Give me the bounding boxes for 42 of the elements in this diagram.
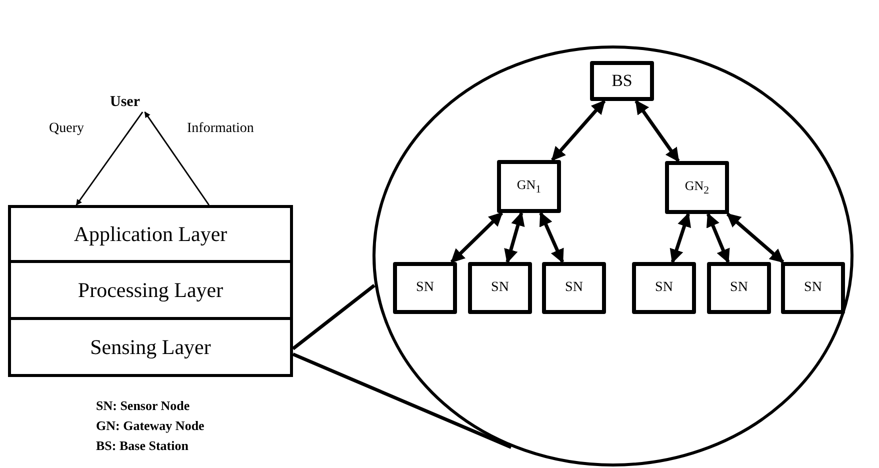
arrow: [76, 112, 144, 206]
edge-label: Query: [48, 121, 85, 137]
network-node-box: [665, 161, 729, 214]
arrow: [450, 212, 504, 264]
arrow: [706, 212, 730, 264]
abbreviation-note: BS: Base Station: [96, 438, 188, 454]
network-node-box: [632, 262, 696, 314]
user-label: User: [103, 92, 147, 112]
network-node-box: [468, 262, 532, 314]
node-label: SN: [655, 280, 673, 296]
node-label: SN: [565, 280, 583, 296]
network-node-box: [393, 262, 457, 314]
zoom-line: [292, 284, 376, 350]
zoom-ellipse: [372, 45, 854, 467]
node-label: SN: [730, 280, 748, 296]
node-label: SN: [491, 280, 509, 296]
node-label: SN: [416, 280, 434, 296]
node-label: Application Layer: [74, 222, 228, 246]
arrow: [504, 212, 525, 264]
node-label: Sensing Layer: [90, 334, 211, 360]
layer-box: [8, 260, 293, 320]
node-label: GN$_{1}$: [516, 177, 542, 196]
arrow: [670, 212, 692, 264]
layer-box: [8, 317, 293, 377]
network-node-box: [781, 262, 845, 314]
abbreviation-note: GN: Gateway Node: [96, 418, 204, 434]
arrow: [726, 212, 784, 264]
arrow: [144, 112, 210, 206]
network-node-box: [497, 160, 561, 213]
node-label: GN$_{2}$: [684, 178, 710, 197]
abbreviation-note: SN: Sensor Node: [96, 398, 190, 414]
network-node-box: [707, 262, 771, 314]
arrow: [539, 212, 564, 264]
zoom-line: [292, 352, 512, 449]
node-label: BS: [612, 71, 632, 91]
node-label: Processing Layer: [78, 278, 224, 302]
network-node-box: [542, 262, 606, 314]
node-label: SN: [804, 280, 822, 296]
layer-box: [8, 205, 293, 263]
arrow: [634, 100, 680, 162]
arrow: [551, 100, 606, 162]
network-node-box: [590, 61, 654, 101]
